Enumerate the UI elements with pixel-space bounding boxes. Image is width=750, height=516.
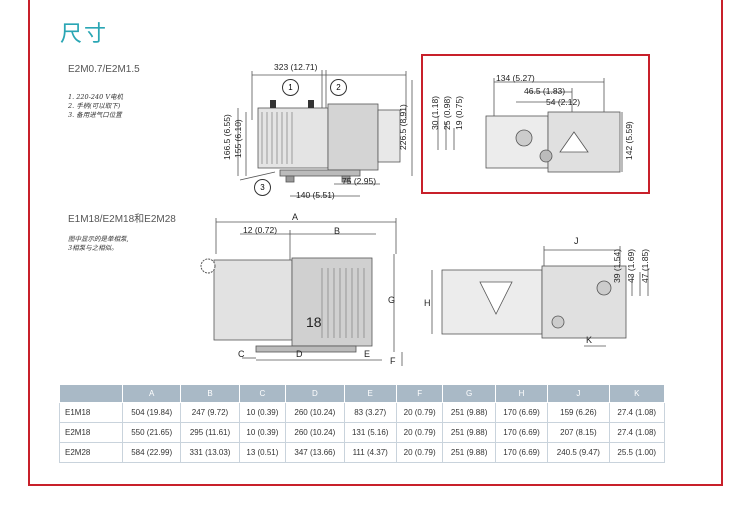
dim-height-155: 155 (6.10) bbox=[233, 119, 243, 158]
dim-54: 54 (2.12) bbox=[546, 97, 581, 107]
note-2: 2. 手柄(可以取下) bbox=[68, 102, 121, 110]
model-label-large: E1M18/E2M18和E2M28 bbox=[68, 214, 176, 225]
dim-46: 46.5 (1.83) bbox=[524, 86, 566, 96]
small-pump-top-drawing bbox=[437, 78, 623, 173]
table-cell: 111 (4.37) bbox=[343, 442, 397, 463]
table-cell: 260 (10.24) bbox=[285, 402, 345, 423]
table-header-cell bbox=[59, 384, 123, 403]
table-row: E1M18 504 (19.84) 247 (9.72) 10 (0.39) 2… bbox=[59, 402, 666, 423]
table-cell: 10 (0.39) bbox=[238, 402, 287, 423]
pump-model-mark: 18 bbox=[306, 314, 322, 330]
dim-label-f: F bbox=[390, 356, 396, 366]
table-cell: 27.4 (1.08) bbox=[608, 402, 666, 423]
table-header-cell: H bbox=[494, 384, 549, 403]
table-cell: 13 (0.51) bbox=[238, 442, 287, 463]
dim-label-j: J bbox=[574, 236, 579, 246]
table-header-cell: B bbox=[180, 384, 240, 403]
dim-height-226: 226.5 (8.91) bbox=[398, 104, 408, 150]
dim-label-a: A bbox=[292, 212, 299, 222]
table-cell: 550 (21.65) bbox=[121, 422, 182, 443]
content-frame bbox=[28, 0, 723, 486]
dim-label-d: D bbox=[296, 349, 303, 359]
dim-bottom-140: 140 (5.51) bbox=[296, 190, 335, 200]
dim-12: 12 (0.72) bbox=[243, 225, 278, 235]
dim-43: 43 (1.69) bbox=[626, 248, 636, 283]
table-row: E2M18 550 (21.65) 295 (11.61) 10 (0.39) … bbox=[59, 422, 666, 443]
notes-small: 1. 220-240 V电机 2. 手柄(可以取下) 3. 备用进气口位置 bbox=[68, 93, 123, 120]
dim-label-b: B bbox=[334, 226, 341, 236]
dimension-table: A B C D E F G H J K E1M18 504 (19.84) 24… bbox=[59, 384, 666, 463]
note-3: 3. 备用进气口位置 bbox=[68, 111, 122, 119]
table-cell: 27.4 (1.08) bbox=[608, 422, 666, 443]
dim-label-e: E bbox=[364, 349, 371, 359]
callout-2: 2 bbox=[330, 79, 347, 96]
table-cell: 260 (10.24) bbox=[285, 422, 345, 443]
table-cell: 20 (0.79) bbox=[395, 422, 444, 443]
table-cell: E1M18 bbox=[59, 402, 123, 423]
table-cell: 20 (0.79) bbox=[395, 442, 444, 463]
highlight-box-top-view bbox=[421, 54, 650, 194]
table-cell: 207 (8.15) bbox=[547, 422, 610, 443]
table-cell: 131 (5.16) bbox=[343, 422, 397, 443]
large-pump-side-drawing bbox=[200, 218, 403, 366]
table-cell: 170 (6.69) bbox=[494, 442, 549, 463]
dim-label-k: K bbox=[586, 335, 593, 345]
table-cell: E2M18 bbox=[59, 422, 123, 443]
dim-label-g: G bbox=[388, 295, 396, 305]
dim-142: 142 (5.59) bbox=[624, 121, 634, 160]
table-cell: 295 (11.61) bbox=[180, 422, 240, 443]
dim-19: 19 (0.75) bbox=[454, 95, 464, 130]
table-header-cell: F bbox=[395, 384, 444, 403]
table-cell: 159 (6.26) bbox=[547, 402, 610, 423]
table-cell: 170 (6.69) bbox=[494, 422, 549, 443]
table-header-cell: G bbox=[442, 384, 496, 403]
table-header-cell: C bbox=[238, 384, 287, 403]
dim-39: 39 (1.54) bbox=[612, 248, 622, 283]
dim-134: 134 (5.27) bbox=[496, 73, 535, 83]
table-cell: 251 (9.88) bbox=[442, 442, 496, 463]
large-pump-top-drawing bbox=[431, 246, 649, 347]
dim-height-166: 166.5 (6.55) bbox=[222, 114, 232, 160]
table-cell: 20 (0.79) bbox=[395, 402, 444, 423]
table-cell: 584 (22.99) bbox=[121, 442, 182, 463]
table-cell: 25.5 (1.00) bbox=[608, 442, 666, 463]
table-row: E2M28 584 (22.99) 331 (13.03) 13 (0.51) … bbox=[59, 442, 666, 463]
table-cell: 251 (9.88) bbox=[442, 422, 496, 443]
table-cell: 10 (0.39) bbox=[238, 422, 287, 443]
table-header-row: A B C D E F G H J K bbox=[59, 384, 666, 403]
table-header-cell: D bbox=[285, 384, 345, 403]
dim-25: 25 (0.98) bbox=[442, 95, 452, 130]
dim-overall-width: 323 (12.71) bbox=[274, 62, 318, 72]
table-header-cell: A bbox=[121, 384, 182, 403]
table-header-cell: J bbox=[547, 384, 610, 403]
dim-bottom-75: 75 (2.95) bbox=[342, 176, 377, 186]
table-cell: 240.5 (9.47) bbox=[547, 442, 610, 463]
table-cell: 251 (9.88) bbox=[442, 402, 496, 423]
note-1: 1. 220-240 V电机 bbox=[68, 93, 124, 101]
page-title: 尺寸 bbox=[60, 22, 109, 47]
note-large-1: 图中显示的是单相泵, bbox=[68, 235, 129, 243]
dim-30: 30 (1.18) bbox=[430, 95, 440, 130]
dim-label-c: C bbox=[238, 349, 245, 359]
table-cell: 170 (6.69) bbox=[494, 402, 549, 423]
table-header-cell: E bbox=[343, 384, 397, 403]
table-cell: 247 (9.72) bbox=[180, 402, 240, 423]
callout-1: 1 bbox=[282, 79, 299, 96]
table-cell: 504 (19.84) bbox=[121, 402, 182, 423]
note-large-2: 3相泵与之相似。 bbox=[68, 244, 118, 252]
table-cell: E2M28 bbox=[59, 442, 123, 463]
callout-3: 3 bbox=[254, 179, 271, 196]
model-label-small: E2M0.7/E2M1.5 bbox=[68, 64, 140, 75]
notes-large: 图中显示的是单相泵, 3相泵与之相似。 bbox=[68, 235, 129, 253]
dim-label-h: H bbox=[424, 298, 431, 308]
table-cell: 83 (3.27) bbox=[343, 402, 397, 423]
table-header-cell: K bbox=[608, 384, 666, 403]
table-cell: 331 (13.03) bbox=[180, 442, 240, 463]
table-cell: 347 (13.66) bbox=[285, 442, 345, 463]
small-pump-side-drawing bbox=[237, 70, 413, 197]
dim-47: 47 (1.85) bbox=[640, 248, 650, 283]
